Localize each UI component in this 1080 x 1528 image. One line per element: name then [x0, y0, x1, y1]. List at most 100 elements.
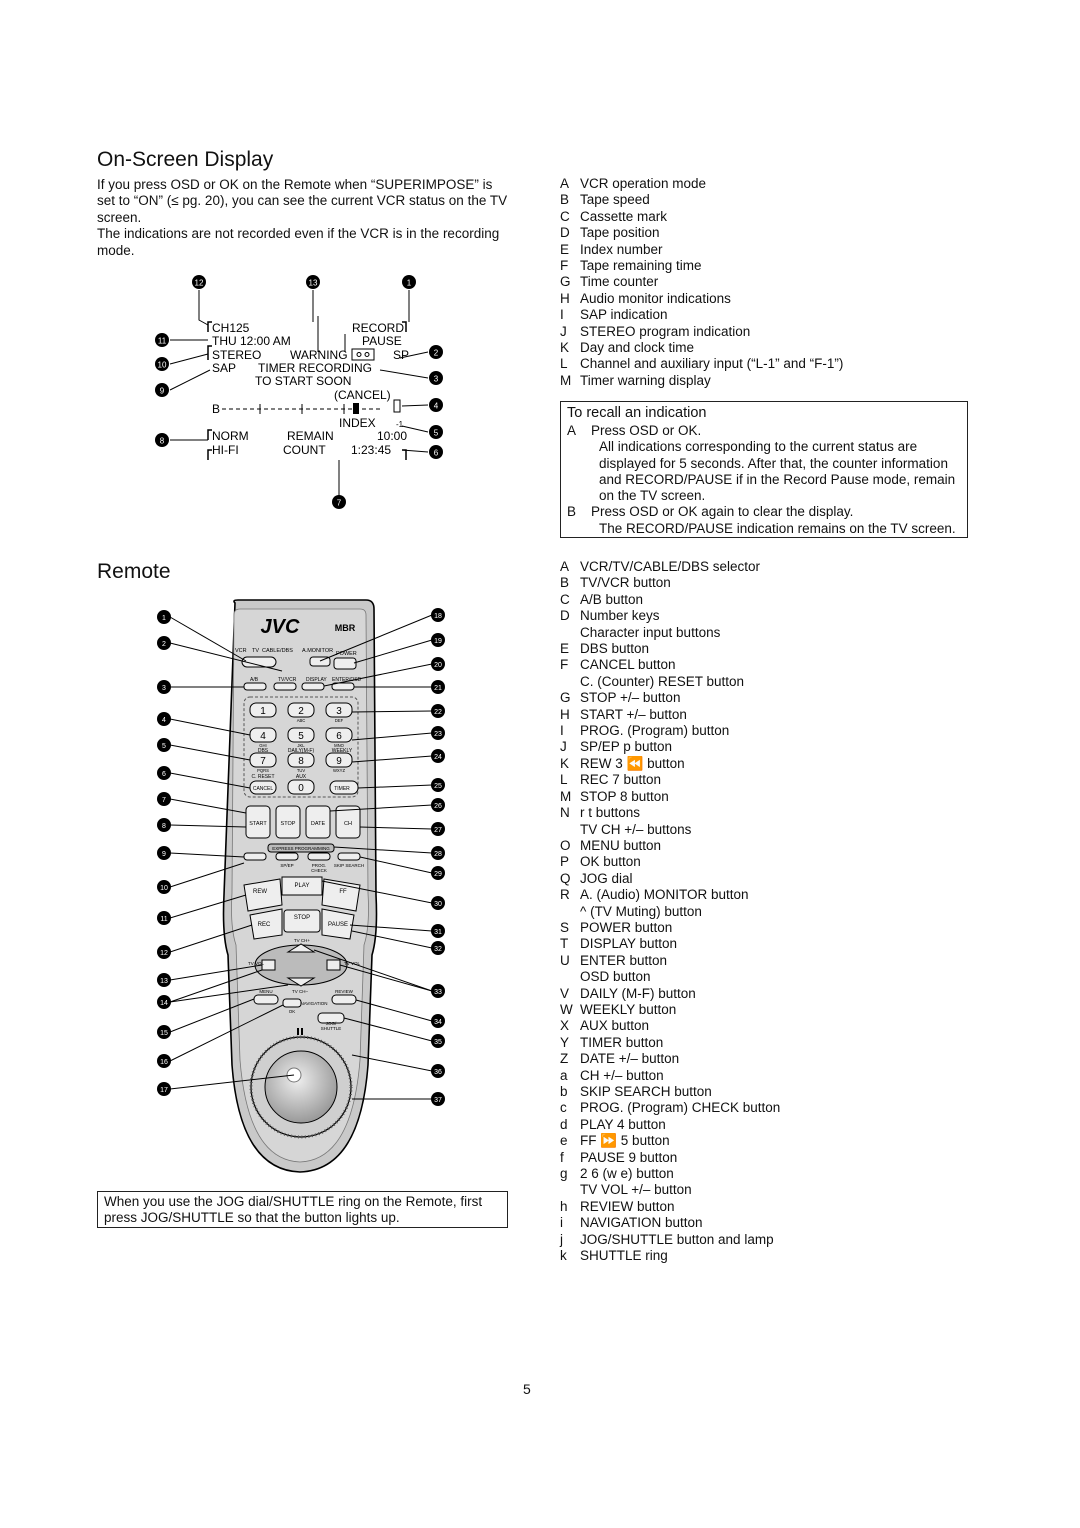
osd-count: COUNT [283, 443, 326, 457]
down-arrow-icon[interactable] [286, 977, 316, 987]
stop-button[interactable] [275, 805, 301, 839]
svg-text:0: 0 [298, 783, 304, 794]
start-button[interactable] [245, 805, 271, 839]
ch-button[interactable] [335, 805, 361, 839]
key-2[interactable] [287, 702, 315, 718]
svg-text:MNO: MNO [334, 743, 345, 748]
svg-text:FF: FF [339, 889, 347, 895]
rec-button[interactable] [249, 908, 283, 940]
play-button[interactable] [281, 876, 323, 896]
svg-text:REVIEW: REVIEW [335, 989, 354, 994]
ab-button[interactable] [243, 682, 267, 691]
jog-dial[interactable] [264, 1050, 338, 1124]
label-enter: ENTER/OSD [332, 677, 362, 683]
jog-note: When you use the JOG dial/SHUTTLE ring o… [104, 1194, 483, 1226]
svg-text:8: 8 [298, 756, 304, 767]
svg-text:8: 8 [160, 437, 165, 446]
spep-button[interactable] [275, 852, 299, 861]
label-vcr: VCR [235, 648, 247, 654]
label-daily: DAILY(M-F) [288, 748, 315, 754]
osd-count-time: 1:23:45 [351, 443, 391, 457]
right-arrow-icon[interactable] [326, 959, 341, 971]
mbr-logo: MBR [335, 623, 356, 633]
svg-text:TV CH–: TV CH– [292, 989, 309, 994]
label-express-programming: EXPRESS PROGRAMMING [272, 846, 330, 851]
up-arrow-icon[interactable] [286, 943, 316, 953]
review-button[interactable] [331, 994, 357, 1005]
svg-text:4: 4 [162, 717, 166, 724]
key-0[interactable] [287, 779, 315, 795]
number-keys [249, 702, 353, 795]
label-amonitor: A.MONITOR [302, 648, 333, 654]
svg-text:9: 9 [160, 387, 165, 396]
recall-step-b-desc: The RECORD/PAUSE indication remains on t… [599, 520, 956, 536]
svg-text:DEF: DEF [335, 718, 344, 723]
svg-text:6: 6 [162, 771, 166, 778]
key-6[interactable] [325, 727, 353, 743]
osd-stereo: STEREO [212, 348, 261, 362]
pause-button[interactable] [321, 908, 355, 940]
power-button[interactable] [333, 657, 357, 670]
recall-step-b: Press OSD or OK again to clear the displ… [591, 504, 854, 520]
remote-section-title: Remote [97, 560, 171, 583]
left-arrow-icon[interactable] [261, 959, 276, 971]
prog-button[interactable] [243, 852, 267, 861]
rew-button[interactable] [243, 878, 283, 912]
svg-text:10: 10 [158, 361, 167, 370]
svg-text:CH: CH [344, 821, 352, 827]
svg-text:5: 5 [162, 743, 166, 750]
svg-text:29: 29 [434, 871, 442, 878]
svg-text:17: 17 [160, 1087, 168, 1094]
menu-button[interactable] [253, 994, 279, 1005]
stop-transport-button[interactable] [283, 909, 321, 933]
svg-text:7: 7 [162, 797, 166, 804]
display-button[interactable] [301, 682, 325, 691]
key-9[interactable] [325, 752, 353, 768]
date-button[interactable] [305, 805, 331, 839]
ff-button[interactable] [321, 878, 361, 912]
svg-text:32: 32 [434, 946, 442, 953]
key-1[interactable] [249, 702, 277, 718]
label-tv: TV [252, 648, 259, 654]
skip-search-button[interactable] [337, 852, 361, 861]
key-8[interactable] [287, 752, 315, 768]
cassette-icon [351, 348, 375, 361]
label-tvvol-left: TV VOL [248, 961, 265, 966]
list-item: TV VOL +/– button [580, 1182, 692, 1198]
svg-text:8: 8 [162, 823, 166, 830]
prog-check-button[interactable] [307, 852, 331, 861]
svg-text:MENU: MENU [259, 989, 272, 994]
key-5[interactable] [287, 727, 315, 743]
svg-text:3: 3 [336, 706, 342, 717]
svg-text:11: 11 [160, 916, 167, 923]
svg-text:36: 36 [434, 1069, 442, 1076]
svg-text:5: 5 [298, 731, 304, 742]
selector-switch[interactable] [241, 656, 277, 668]
svg-text:TUV: TUV [297, 768, 306, 773]
svg-text:7: 7 [337, 499, 342, 508]
osd-cancel: (CANCEL) [334, 388, 391, 402]
svg-text:GHI: GHI [259, 743, 266, 748]
tvvcr-button[interactable] [273, 682, 297, 691]
svg-text:CANCEL: CANCEL [253, 786, 274, 792]
key-3[interactable] [325, 702, 353, 718]
ok-button[interactable] [282, 998, 302, 1008]
